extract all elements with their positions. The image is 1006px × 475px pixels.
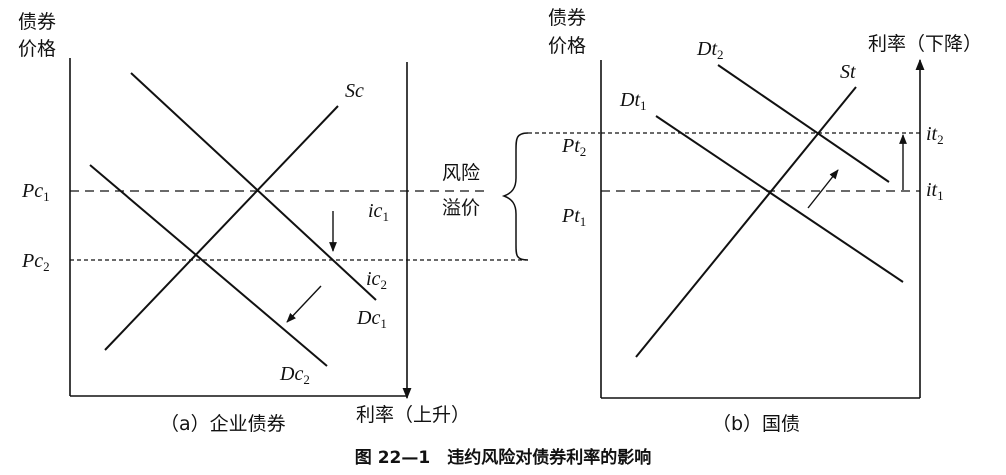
ic2-label: ic2 <box>366 268 387 292</box>
panel-a-y-label-1: 债券 <box>18 11 56 33</box>
panel-b-y-label-1: 债券 <box>548 7 586 29</box>
panel-a-y-label-2: 价格 <box>18 38 56 60</box>
curly-brace <box>501 132 529 261</box>
demand-curve-dc2 <box>89 164 328 367</box>
dc2-label: Dc2 <box>279 363 310 387</box>
figure-caption: 图 22—1 违约风险对债券利率的影响 <box>355 447 651 468</box>
it2-label: it2 <box>926 123 944 147</box>
demand-shift-arrow <box>286 285 322 323</box>
risk-premium-label-1: 风险 <box>442 162 480 184</box>
panel-a-caption: （a）企业债券 <box>160 413 286 435</box>
pt1-label: Pt1 <box>561 205 586 229</box>
supply-curve-st <box>635 86 857 358</box>
it1-label: it1 <box>926 179 944 203</box>
pc2-label: Pc2 <box>21 250 50 274</box>
panel-b-x-label: 利率（下降） <box>868 33 982 55</box>
risk-premium-brace: 风险 溢价 <box>442 132 600 261</box>
demand-curve-dt1 <box>655 115 904 283</box>
risk-premium-label-2: 溢价 <box>442 197 480 219</box>
panel-b-y-label-2: 价格 <box>548 35 586 57</box>
demand-curve-dc1 <box>130 72 377 301</box>
sc-label: Sc <box>345 80 364 102</box>
ic1-label: ic1 <box>368 200 389 224</box>
dt1-label: Dt1 <box>619 89 647 113</box>
demand-curve-dt2 <box>717 64 890 183</box>
dt2-label: Dt2 <box>696 38 724 62</box>
st-label: St <box>840 61 856 83</box>
pt2-label: Pt2 <box>561 135 586 159</box>
panel-b-treasury-bonds: 债券 价格 利率（下降） Dt2 St Dt1 Pt2 Pt1 it2 it1 … <box>548 7 982 435</box>
demand-shift-up-arrow <box>807 169 839 209</box>
supply-curve-sc <box>104 105 339 351</box>
panel-a-corporate-bonds: 债券 价格 Sc Pc1 Pc2 ic1 ic2 Dc1 Dc2 利率（上升） … <box>18 11 526 435</box>
panel-b-caption: （b）国债 <box>712 413 800 435</box>
panel-a-x-label: 利率（上升） <box>356 404 470 426</box>
pc1-label: Pc1 <box>21 180 50 204</box>
dc1-label: Dc1 <box>356 307 387 331</box>
